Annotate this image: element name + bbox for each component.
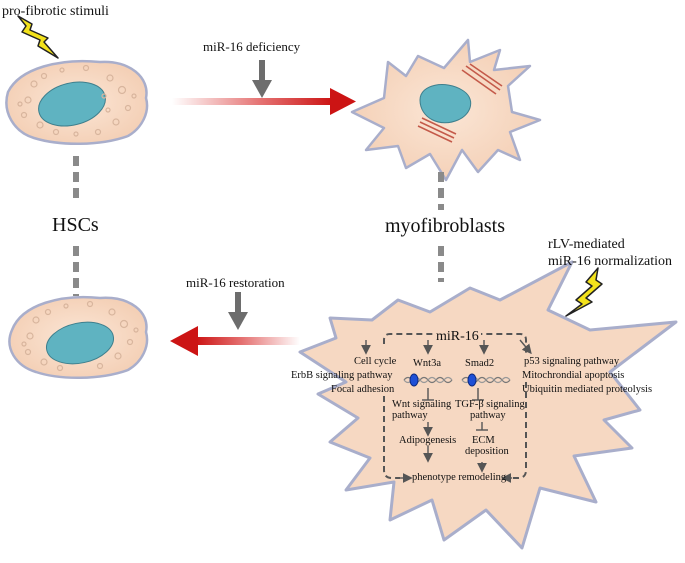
ecm-line1: ECM [472,435,495,446]
restoration-down-arrow [228,292,248,330]
wnt-pathway-line2: pathway [392,410,428,421]
outcome-label: phenotype remodeling [412,472,507,483]
wnt3a-label: Wnt3a [413,358,441,369]
mechanism-panel [383,333,527,479]
deficiency-down-arrow [252,60,272,98]
smad2-label: Smad2 [465,358,495,369]
hsc-cell-bottom [8,295,149,379]
mir16-title: miR-16 [434,329,481,344]
restoration-arrow [170,326,300,356]
left-term-3: Focal adhesion [331,384,395,395]
ecm-line2: deposition [465,446,509,457]
myofibroblast-cell-large [298,260,678,550]
lightning-icon-right [565,267,603,317]
adipogenesis-label: Adipogenesis [399,435,457,446]
deficiency-label: miR-16 deficiency [203,39,301,54]
restoration-label: miR-16 restoration [186,275,285,290]
right-term-1: p53 signaling pathway [524,356,620,367]
hscs-label: HSCs [52,214,99,236]
tgf-pathway-line1: TGF-β signaling [455,399,525,410]
myofibroblast-cell-top [350,38,542,182]
deficiency-arrow [172,88,356,115]
rlv-label-line2: miR-16 normalization [548,254,673,269]
tgf-pathway-line2: pathway [470,410,506,421]
myofibroblasts-label: myofibroblasts [385,215,505,237]
wnt-pathway-line1: Wnt signaling [392,399,452,410]
hsc-cell-top [5,59,149,145]
right-term-3: Ubiquitin mediated proteolysis [522,384,653,395]
wnt3a-mrna-icon [403,373,453,387]
left-term-2: ErbB signaling pathway [291,370,393,381]
rlv-label-line1: rLV-mediated [548,237,625,252]
smad2-mrna-icon [461,373,511,387]
lightning-icon-top [17,15,59,59]
stimuli-label: pro-fibrotic stimuli [2,4,109,19]
right-term-2: Mitochrondial apoptosis [522,370,625,381]
left-term-1: Cell cycle [354,356,397,367]
